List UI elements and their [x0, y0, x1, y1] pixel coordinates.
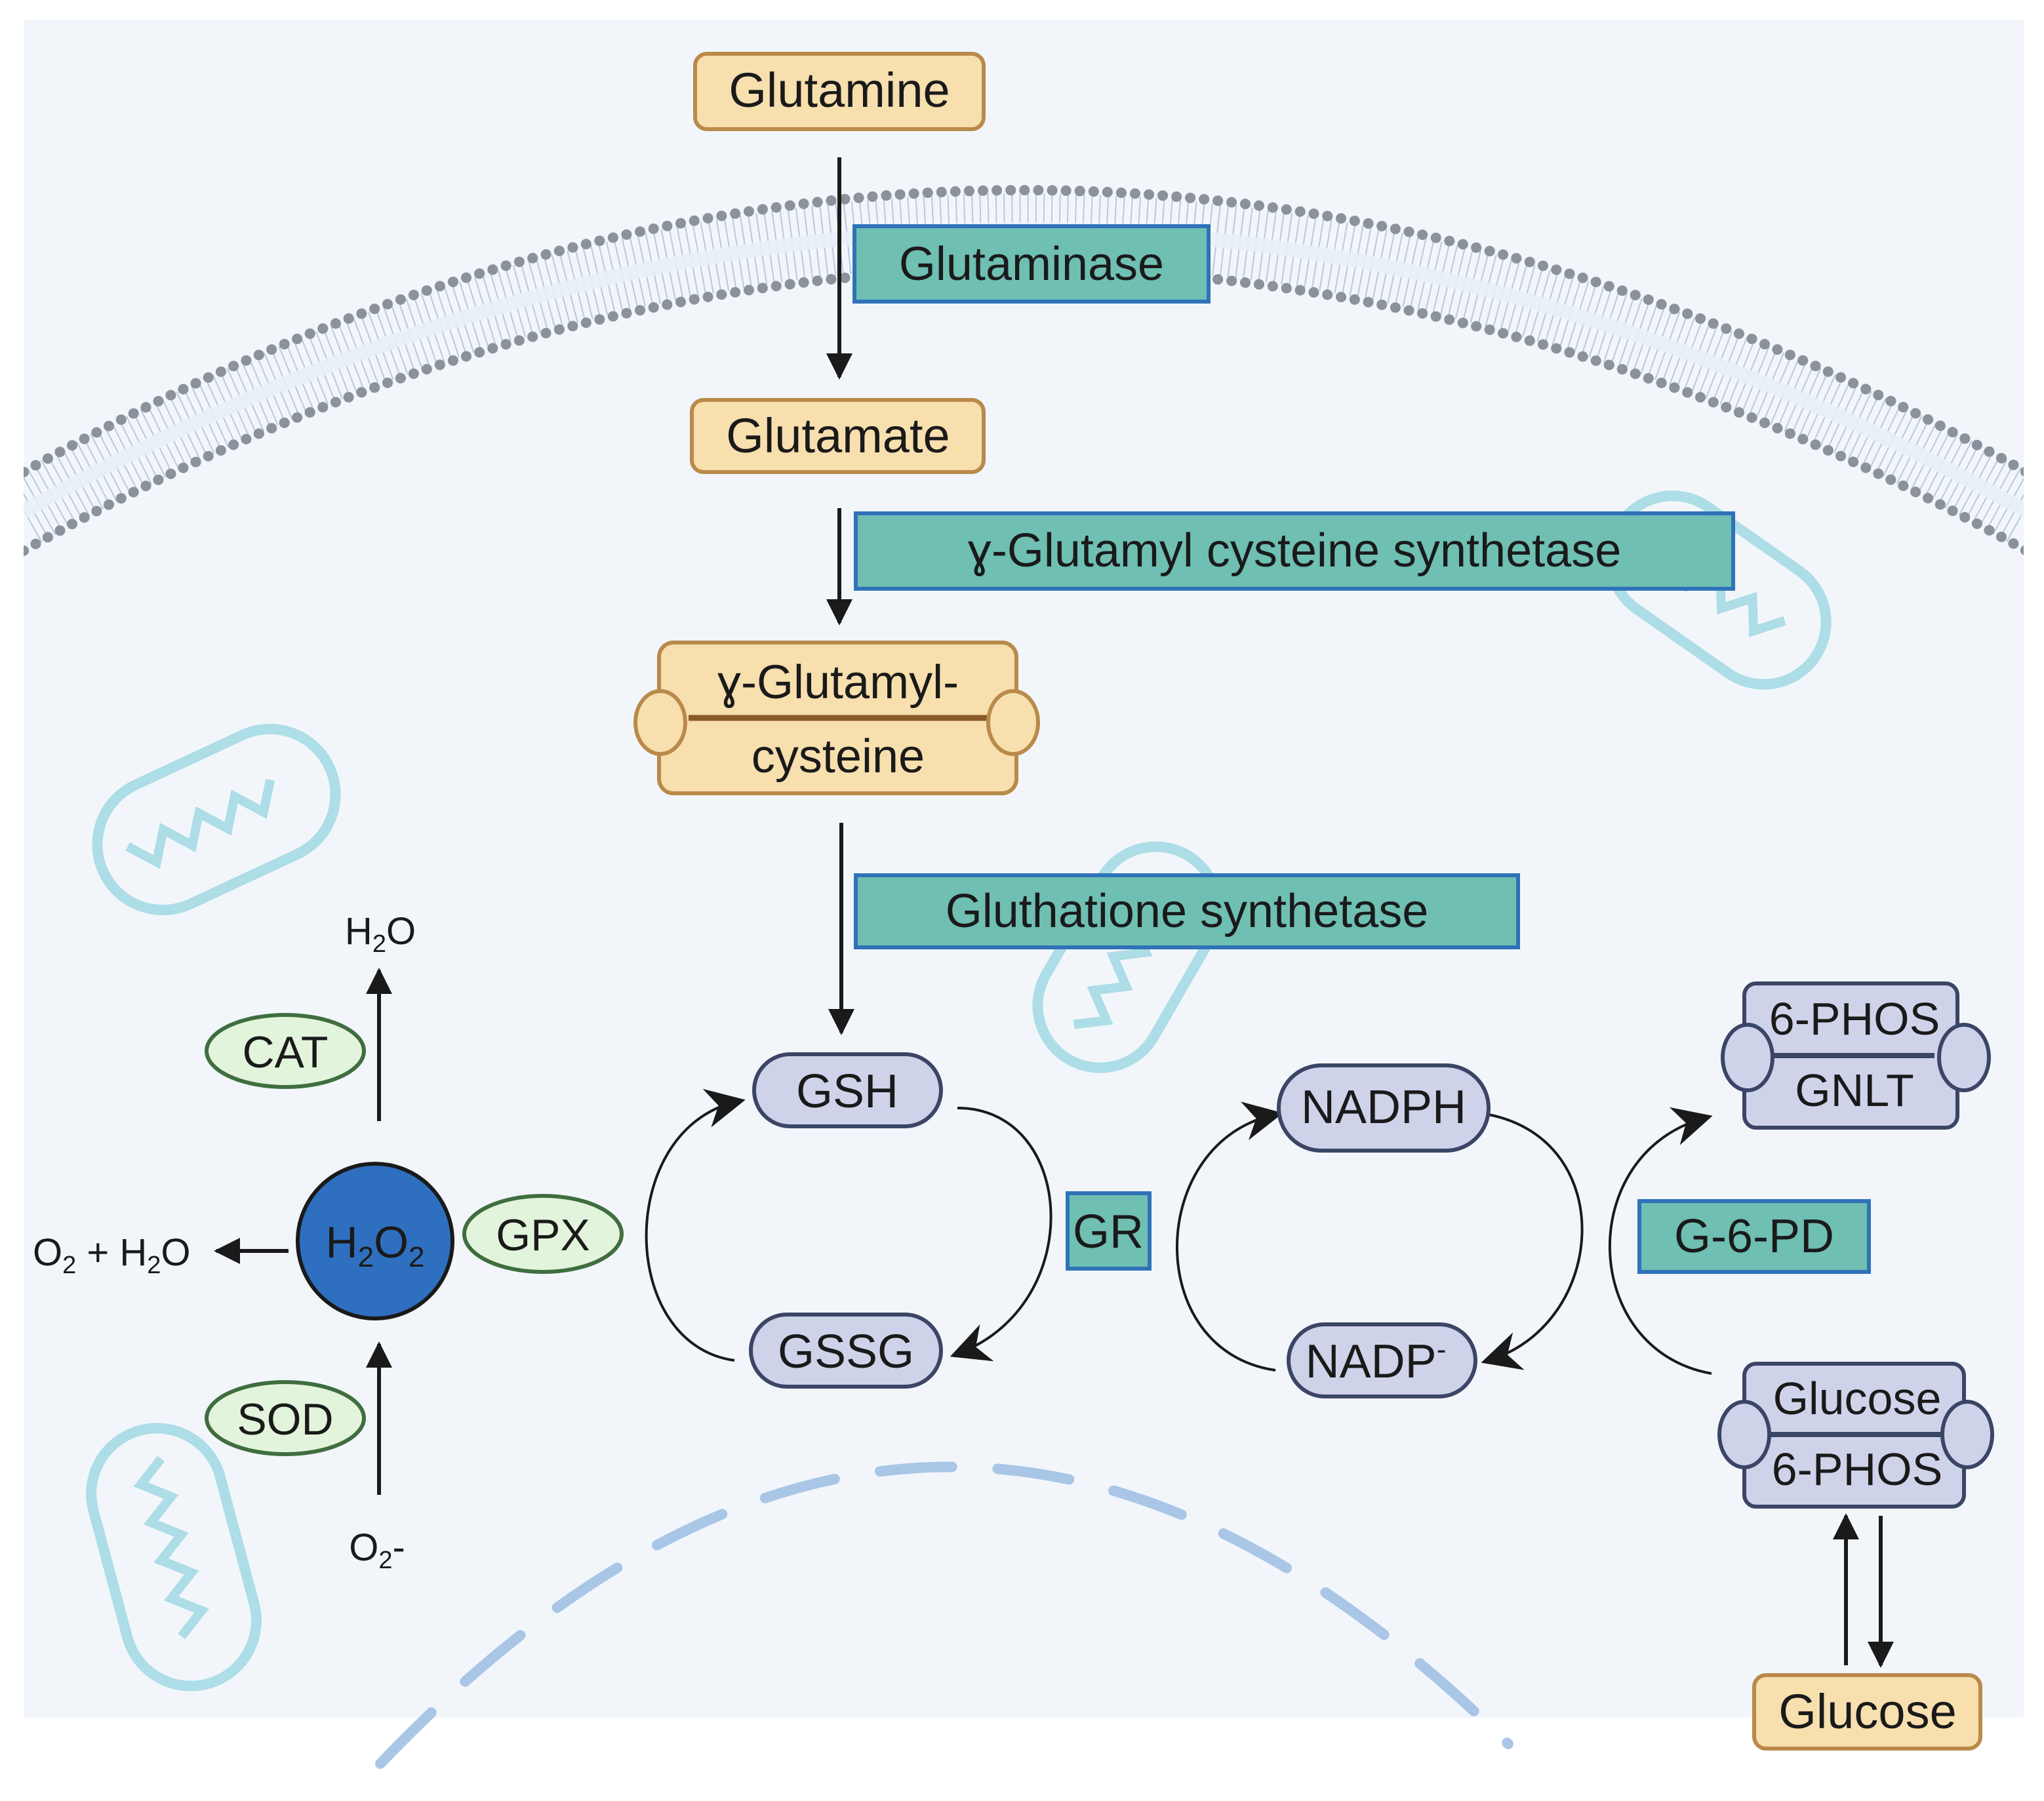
sod-label: SOD [237, 1395, 333, 1444]
glucose6-line1: Glucose [1773, 1373, 1942, 1424]
gglu-label-line1: ɣ-Glutamyl- [717, 656, 959, 709]
arrow-gsh-to-gssg [950, 1107, 1052, 1362]
arrow-nadp-to-nadph [1176, 1101, 1283, 1372]
glutamine-node: Glutamine [693, 52, 986, 131]
nadph-node: NADPH [1277, 1063, 1491, 1153]
gglu-label-line2: cysteine [751, 730, 925, 783]
glucose-6-phos-node: Glucose 6-PHOS [1717, 1362, 1994, 1509]
nucleus-envelope [375, 1461, 1513, 1769]
gcs-enzyme: ɣ-Glutamyl cysteine synthetase [854, 511, 1735, 591]
nadp-label: NADP- [1306, 1334, 1447, 1388]
arrow-glucose6phos-to-6phosgnlt [1608, 1107, 1713, 1375]
arrow-gssg-to-gsh [645, 1088, 746, 1362]
h2o-product-label: H2O [345, 910, 416, 958]
glucose-label: Glucose [1778, 1684, 1956, 1739]
g6pd-enzyme: G-6-PD [1637, 1199, 1871, 1274]
glutamate-node: Glutamate [690, 398, 986, 474]
gssg-label: GSSG [778, 1326, 914, 1378]
cat-label: CAT [243, 1027, 329, 1077]
sod-badge: SOD [205, 1380, 366, 1456]
g6pd-label: G-6-PD [1674, 1210, 1834, 1263]
arrow-nadph-to-nadp [1481, 1113, 1584, 1370]
membrane-heads-outer [24, 185, 2024, 477]
h2o2-node: H2O2 [296, 1162, 454, 1320]
glucose-node: Glucose [1752, 1673, 1982, 1751]
gssg-node: GSSG [749, 1313, 943, 1389]
nadph-label: NADPH [1301, 1081, 1466, 1134]
gs-label: Gluthatione synthetase [946, 885, 1429, 938]
glutaminase-label: Glutaminase [899, 238, 1164, 290]
gamma-glutamyl-cysteine-node: ɣ-Glutamyl- cysteine [633, 641, 1040, 795]
cat-badge: CAT [205, 1013, 366, 1089]
gpx-label: GPX [496, 1210, 590, 1260]
mitochondrion-left-upper [92, 723, 341, 916]
gpx-badge: GPX [462, 1194, 624, 1274]
glutamine-label: Glutamine [729, 63, 950, 117]
glutamate-label: Glutamate [726, 408, 950, 463]
h2o2-label: H2O2 [326, 1217, 425, 1273]
phos-gnlt-line2: GNLT [1795, 1065, 1914, 1116]
nadp-node: NADP- [1287, 1322, 1477, 1398]
mitochondrion-left-lower [86, 1423, 262, 1692]
glutaminase-enzyme: Glutaminase [852, 224, 1211, 304]
gsh-label: GSH [796, 1065, 898, 1118]
gsh-node: GSH [752, 1052, 943, 1128]
phos-gnlt-line1: 6-PHOS [1769, 993, 1940, 1044]
glucose6-line2: 6-PHOS [1772, 1444, 1943, 1495]
gs-enzyme: Gluthatione synthetase [854, 873, 1520, 949]
gr-label: GR [1073, 1206, 1144, 1258]
gr-enzyme: GR [1066, 1191, 1152, 1271]
bottom-strip [24, 1718, 2024, 1764]
gcs-label: ɣ-Glutamyl cysteine synthetase [968, 524, 1621, 577]
o2-h2o-product-label: O2 + H2O [33, 1231, 191, 1279]
phos-gnlt-node: 6-PHOS GNLT [1721, 981, 1991, 1130]
superoxide-label: O2- [349, 1526, 405, 1574]
